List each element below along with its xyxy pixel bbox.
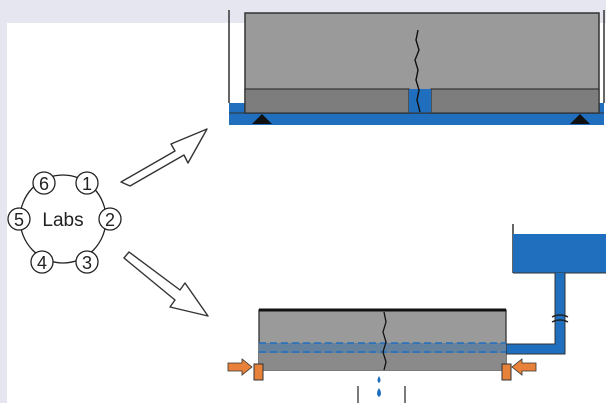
water-reservoir [513, 234, 606, 273]
beam-lower-left-layer [244, 88, 410, 114]
slab-lower-layer [259, 343, 506, 370]
left-force-arrow-icon [227, 358, 253, 376]
lab-node-2-label: 2 [105, 210, 115, 230]
left-clamp [253, 363, 264, 381]
water-drop-icon [377, 388, 381, 397]
crack-icon [382, 311, 387, 371]
crack-icon [414, 29, 421, 113]
slab-water-band [259, 343, 506, 353]
lab-node-3 [75, 250, 99, 274]
pipe-outline [506, 273, 566, 355]
right-force-arrow-icon [511, 358, 537, 376]
water-drop-icon [377, 376, 381, 383]
lab-node-1-label: 1 [82, 174, 92, 194]
lab-node-4-label: 4 [37, 253, 47, 273]
arrow-down-right-icon [123, 251, 209, 317]
lab-node-2 [98, 207, 122, 231]
triangle-support-icon [570, 114, 590, 124]
lab-node-3-label: 3 [82, 253, 92, 273]
beam-test-setup [228, 10, 605, 125]
arrow-up-right-icon [120, 128, 208, 187]
lab-node-6-label: 6 [39, 174, 49, 194]
lab-node-4 [30, 250, 54, 274]
permeability-test-setup [227, 224, 606, 403]
water-pipe [506, 273, 565, 354]
lab-node-5-label: 5 [14, 210, 24, 230]
lab-node-1 [75, 171, 99, 195]
lab-node-6 [32, 171, 56, 195]
lab-node-5 [7, 207, 31, 231]
pipe-break-icon [551, 314, 569, 323]
hub-center-label: Labs [42, 210, 83, 231]
beam-notch [409, 89, 431, 113]
labs-hub: 6 1 2 3 4 5 Labs [7, 171, 122, 274]
triangle-support-icon [252, 114, 272, 124]
beam-lower-right-layer [430, 88, 600, 114]
right-clamp [501, 363, 512, 381]
